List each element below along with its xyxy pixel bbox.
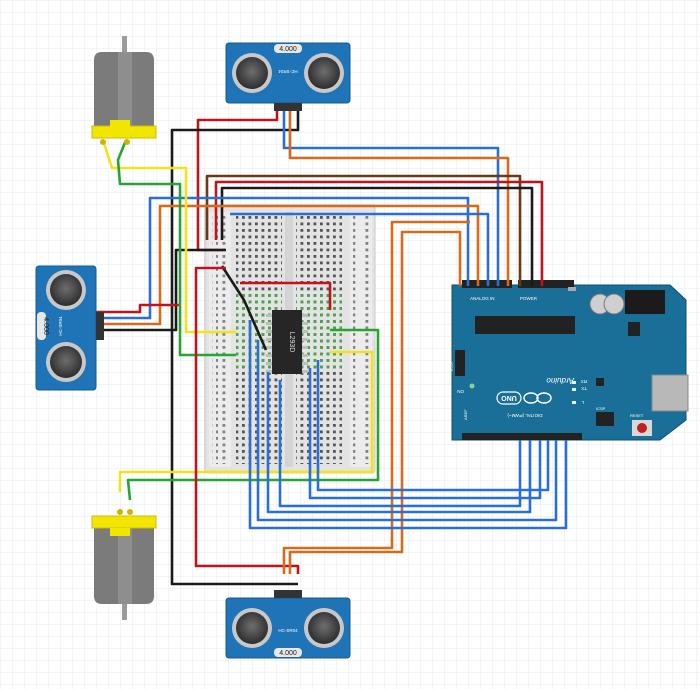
- wire-blue: [316, 360, 550, 492]
- wire-black: [220, 265, 268, 351]
- dc-motor-bottom: [91, 509, 157, 620]
- wire-red: [194, 266, 300, 574]
- arduino-logo-icon: [523, 392, 552, 404]
- wire-red: [214, 180, 544, 286]
- ultrasonic-sensor-left: 4.000 HC-SR04: [35, 265, 104, 391]
- wiring: [96, 108, 568, 586]
- power-header-label: POWER: [520, 296, 538, 301]
- tx-label: TX: [581, 386, 587, 391]
- wire-blue: [282, 108, 500, 286]
- wire-orange: [288, 230, 462, 574]
- sensor-top-label: 4.000: [279, 46, 297, 53]
- ultrasonic-sensor-bottom: 4.000 HC-SR04: [225, 590, 351, 659]
- reset-label: RESET: [630, 413, 644, 418]
- wire-blue: [278, 380, 522, 508]
- rx-label: RX: [581, 379, 587, 384]
- wire-blue: [230, 212, 490, 286]
- wire-blue: [256, 340, 558, 522]
- ultrasonic-sensor-top: 4.000 HC-SR04: [225, 42, 351, 111]
- reset-button[interactable]: [637, 423, 647, 433]
- aref-label: AREF: [463, 409, 468, 420]
- on-label: ON: [457, 389, 464, 394]
- sensor-left-label: 4.000: [42, 317, 49, 335]
- wire-orange: [96, 204, 480, 326]
- arduino-uno: ANALOG IN POWER ICSP ICSP RESET DIGITAL …: [449, 280, 689, 441]
- wire-red: [96, 303, 180, 314]
- wire-blue: [308, 368, 542, 500]
- wire-yellow: [101, 139, 236, 334]
- l-led-label: L: [581, 400, 584, 405]
- sensor-bottom-model: HC-SR04: [278, 628, 298, 633]
- l293d-label: L293D: [288, 332, 295, 353]
- icsp-label-left: ICSP: [449, 362, 454, 372]
- wire-green: [126, 328, 380, 501]
- arduino-model: UNO: [501, 394, 517, 401]
- arduino-brand: Arduino: [546, 376, 575, 385]
- dc-motor-top: [91, 36, 157, 145]
- wire-yellow: [118, 350, 374, 492]
- wire-black: [220, 186, 534, 286]
- sensor-bottom-label: 4.000: [279, 650, 297, 657]
- sensor-left-model: HC-SR04: [58, 316, 63, 336]
- wire-black: [170, 108, 300, 586]
- digital-header-label: DIGITAL (PWM~): [507, 413, 542, 418]
- wire-brown: [205, 174, 522, 286]
- wire-red: [240, 281, 332, 310]
- wire-blue: [248, 320, 568, 530]
- wire-blue: [96, 196, 470, 320]
- icsp-label-right: ICSP: [596, 406, 606, 411]
- analog-header-label: ANALOG IN: [470, 296, 495, 301]
- wire-green: [116, 139, 236, 357]
- wire-orange: [282, 220, 470, 574]
- sensor-top-model: HC-SR04: [278, 69, 298, 74]
- wire-blue: [266, 372, 532, 514]
- wire-black: [96, 248, 226, 332]
- wire-orange: [288, 108, 510, 286]
- l293d-chip: L293D: [266, 310, 308, 374]
